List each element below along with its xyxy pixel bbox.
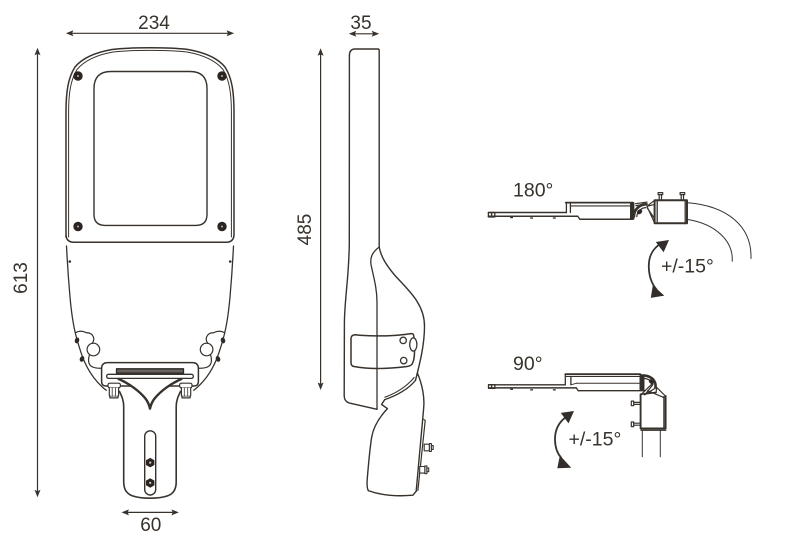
svg-text:613: 613 xyxy=(11,262,32,294)
svg-text:90°: 90° xyxy=(513,353,543,375)
svg-text:+/-15°: +/-15° xyxy=(661,256,714,278)
svg-text:60: 60 xyxy=(140,515,161,536)
svg-text:485: 485 xyxy=(295,214,316,246)
svg-text:234: 234 xyxy=(138,13,170,34)
svg-text:180°: 180° xyxy=(513,180,553,202)
svg-text:35: 35 xyxy=(350,13,371,34)
svg-text:+/-15°: +/-15° xyxy=(569,429,622,451)
